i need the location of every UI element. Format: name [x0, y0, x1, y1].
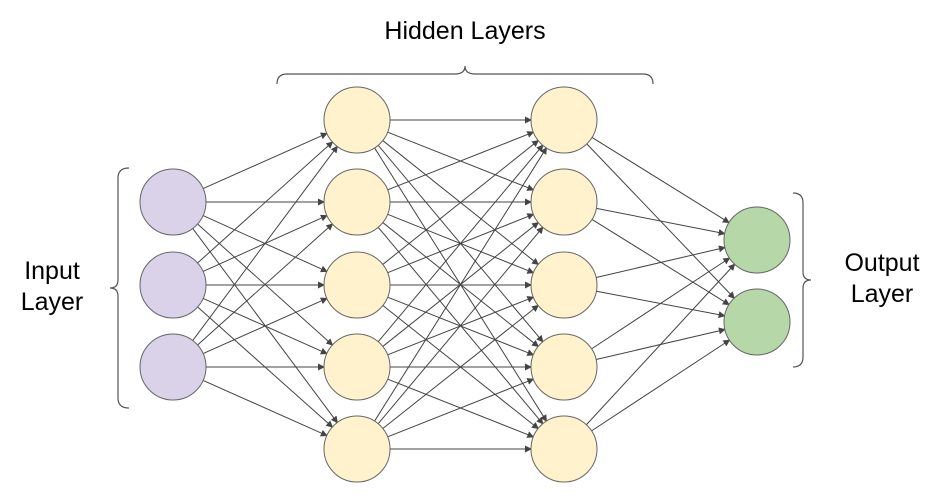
connection-input-1-to-hidden-1-0 [197, 141, 334, 264]
hidden-2-node-1 [530, 86, 598, 154]
brackets [109, 65, 812, 409]
hidden-2-node-4 [530, 333, 598, 401]
connection-hidden-1-3-to-hidden-2-0 [377, 144, 544, 343]
connection-hidden-2-3-to-output-0 [591, 257, 731, 350]
connection-hidden-2-2-to-output-0 [596, 245, 726, 278]
connection-hidden-1-2-to-hidden-2-0 [382, 139, 539, 265]
connections [192, 116, 736, 453]
connection-hidden-1-4-to-hidden-2-2 [382, 304, 539, 429]
input-label-line1: Input [24, 257, 80, 285]
connection-hidden-1-4-to-hidden-2-0 [374, 147, 547, 422]
connection-hidden-2-1-to-output-0 [596, 207, 726, 236]
connection-input-2-to-hidden-1-0 [192, 145, 338, 341]
hidden-2-node-2 [530, 168, 598, 236]
connection-hidden-1-1-to-hidden-2-0 [387, 131, 535, 191]
output-node-1 [723, 206, 791, 274]
hidden-layers-bracket [276, 65, 654, 85]
connection-hidden-2-4-to-output-1 [591, 339, 731, 432]
nodes [139, 86, 791, 483]
connection-hidden-1-4-to-hidden-2-1 [377, 226, 544, 425]
hidden-1-node-1 [323, 86, 391, 154]
hidden-1-node-4 [323, 333, 391, 401]
input-node-2 [139, 251, 207, 319]
hidden-1-node-3 [323, 251, 391, 319]
input-layer-label: Input Layer [0, 256, 104, 319]
hidden-layers-label: Hidden Layers [340, 16, 590, 47]
hidden-1-node-5 [323, 415, 391, 483]
input-node-3 [139, 333, 207, 401]
connection-hidden-1-4-to-hidden-2-3 [387, 378, 535, 438]
connection-hidden-2-4-to-output-0 [586, 263, 736, 426]
input-layer-bracket [109, 167, 130, 409]
output-node-2 [723, 288, 791, 356]
hidden-1-node-2 [323, 168, 391, 236]
connection-input-2-to-hidden-1-2 [202, 297, 328, 355]
output-label-line2: Layer [850, 280, 914, 309]
hidden-2-node-5 [530, 415, 598, 483]
connection-input-2-to-hidden-1-4 [202, 379, 328, 437]
output-label-line1: Output [844, 249, 920, 277]
hidden-2-node-3 [530, 251, 598, 319]
connection-hidden-2-0-to-output-0 [591, 137, 730, 224]
output-layer-label: Output Layer [826, 248, 938, 311]
input-node-1 [139, 168, 207, 236]
hidden-layers-text: Hidden Layers [384, 17, 546, 45]
connection-input-2-to-hidden-1-1 [197, 223, 334, 346]
output-layer-bracket [792, 192, 812, 368]
connection-input-0-to-hidden-1-0 [202, 132, 328, 190]
input-label-line2: Layer [20, 288, 84, 317]
